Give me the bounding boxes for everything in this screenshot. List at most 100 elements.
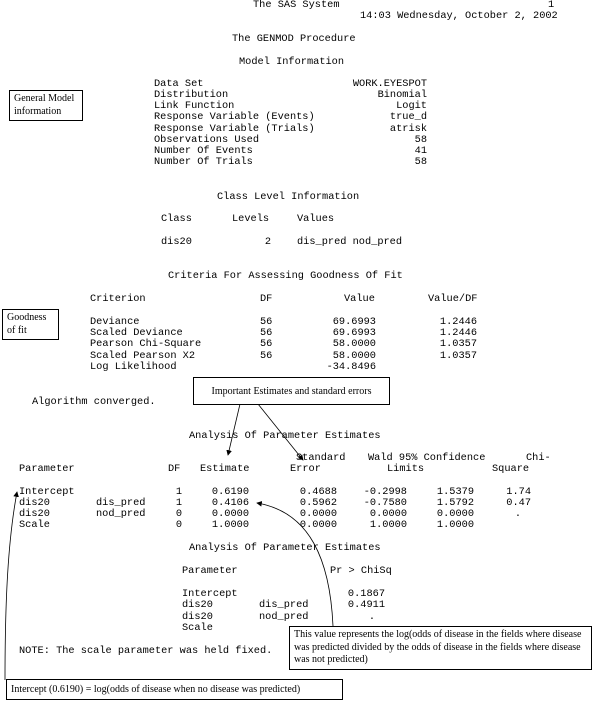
- fit-title: Criteria For Assessing Goodness Of Fit: [168, 270, 403, 282]
- levels-header: Levels: [232, 213, 270, 225]
- param-upper: 1.0000: [436, 519, 474, 531]
- fit-criterion: Log Likelihood: [90, 361, 177, 373]
- square-header: Square: [492, 463, 530, 475]
- param-lower: -0.7580: [363, 497, 407, 509]
- param-chisq: .: [514, 508, 521, 520]
- param-estimate: 0.6190: [211, 486, 249, 498]
- model-info-value: Logit: [396, 100, 427, 112]
- model-info-value: true_d: [389, 111, 427, 123]
- param-name: dis20: [19, 508, 50, 520]
- class-header: Class: [161, 213, 192, 225]
- pval-param: Intercept: [182, 588, 238, 600]
- param-se: 0.0000: [299, 508, 337, 520]
- df-header: DF: [168, 463, 181, 475]
- annotation-log-odds: This value represents the log(odds of di…: [289, 626, 592, 670]
- param-estimate: 0.0000: [211, 508, 249, 520]
- param-se: 0.0000: [299, 519, 337, 531]
- annotation-goodness-of-fit: Goodness of fit: [2, 309, 59, 340]
- limits-header: Limits: [387, 463, 425, 475]
- value-df-header: Value/DF: [428, 293, 478, 305]
- model-info-label: Number Of Events: [154, 145, 253, 157]
- param-estimate: 1.0000: [211, 519, 249, 531]
- page-number: 1: [548, 0, 555, 11]
- pval-param: Scale: [182, 622, 213, 634]
- param-lower: 0.0000: [369, 508, 407, 520]
- criterion-header: Criterion: [90, 293, 146, 305]
- model-info-value: 58: [414, 156, 427, 168]
- model-info-label: Observations Used: [154, 134, 260, 146]
- fit-df: 56: [260, 338, 273, 350]
- fit-value-df: 1.2446: [439, 316, 477, 328]
- model-info-value: 41: [414, 145, 427, 157]
- scale-note: NOTE: The scale parameter was held fixed…: [19, 645, 273, 657]
- pval-param: dis20: [182, 599, 213, 611]
- levels-value: 2: [264, 236, 271, 248]
- pval-value: 0.1867: [347, 588, 385, 600]
- fit-value: -34.8496: [326, 361, 376, 373]
- model-info-label: Link Function: [154, 100, 235, 112]
- fit-value: 69.6993: [332, 327, 376, 339]
- param-df: 1: [175, 497, 182, 509]
- model-info-label: Response Variable (Events): [154, 111, 315, 123]
- annotation-general-model: General Model information: [9, 90, 83, 121]
- pvals-title: Analysis Of Parameter Estimates: [189, 542, 381, 554]
- pval-level: nod_pred: [259, 611, 309, 623]
- pvals-parameter-header: Parameter: [182, 565, 238, 577]
- fit-value-df: 1.0357: [439, 350, 477, 362]
- param-chisq: 0.47: [506, 497, 531, 509]
- system-title: The SAS System: [253, 0, 340, 11]
- procedure-title: The GENMOD Procedure: [232, 33, 356, 45]
- param-lower: -0.2998: [363, 486, 407, 498]
- pvals-p-header: Pr > ChiSq: [330, 565, 392, 577]
- param-df: 0: [175, 519, 182, 531]
- param-level: dis_pred: [96, 497, 146, 509]
- model-info-value: 58: [414, 134, 427, 146]
- fit-criterion: Scaled Deviance: [90, 327, 183, 339]
- model-info-label: Response Variable (Trials): [154, 123, 315, 135]
- wald-header: Wald 95% Confidence: [368, 452, 486, 464]
- param-df: 0: [175, 508, 182, 520]
- algorithm-message: Algorithm converged.: [32, 396, 156, 408]
- annotation-intercept: Intercept (0.6190) = log(odds of disease…: [6, 679, 343, 700]
- model-info-label: Number Of Trials: [154, 156, 253, 168]
- timestamp: 14:03 Wednesday, October 2, 2002: [360, 10, 558, 22]
- fit-value: 69.6993: [332, 316, 376, 328]
- param-upper: 1.5379: [436, 486, 474, 498]
- model-info-value: atrisk: [389, 123, 427, 135]
- model-info-label: Distribution: [154, 89, 229, 101]
- param-name: dis20: [19, 497, 50, 509]
- pval-param: dis20: [182, 611, 213, 623]
- class-value: dis20: [161, 236, 192, 248]
- df-header: DF: [260, 293, 273, 305]
- fit-value-df: 1.0357: [439, 338, 477, 350]
- model-info-value: WORK.EYESPOT: [352, 78, 427, 90]
- error-header: Error: [290, 463, 321, 475]
- pval-level: dis_pred: [259, 599, 309, 611]
- standard-header: Standard: [296, 452, 346, 464]
- class-info-title: Class Level Information: [217, 191, 360, 203]
- parameter-header: Parameter: [19, 463, 75, 475]
- fit-criterion: Deviance: [90, 316, 140, 328]
- param-name: Intercept: [19, 486, 75, 498]
- param-chisq: 1.74: [506, 486, 531, 498]
- param-upper: 1.5792: [436, 497, 474, 509]
- estimate-header: Estimate: [200, 463, 250, 475]
- pval-value: 0.4911: [347, 599, 385, 611]
- param-estimate: 0.4106: [211, 497, 249, 509]
- param-lower: 1.0000: [369, 519, 407, 531]
- model-info-label: Data Set: [154, 78, 204, 90]
- params-title: Analysis Of Parameter Estimates: [189, 430, 381, 442]
- values-value: dis_pred nod_pred: [297, 236, 403, 248]
- fit-df: 56: [260, 316, 273, 328]
- model-info-title: Model Information: [239, 56, 345, 68]
- param-se: 0.4688: [299, 486, 337, 498]
- values-header: Values: [297, 213, 335, 225]
- pval-value: .: [368, 611, 375, 623]
- param-se: 0.5962: [299, 497, 337, 509]
- fit-df: 56: [260, 327, 273, 339]
- arrow-to-intercept: [4, 491, 19, 681]
- param-df: 1: [175, 486, 182, 498]
- param-name: Scale: [19, 519, 50, 531]
- param-upper: 0.0000: [436, 508, 474, 520]
- annotation-estimates: Important Estimates and standard errors: [193, 377, 390, 405]
